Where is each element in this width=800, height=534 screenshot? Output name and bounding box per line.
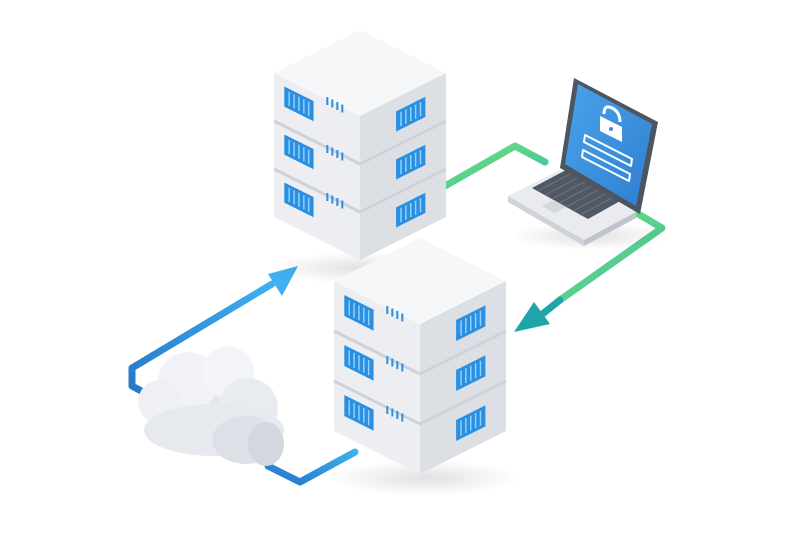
laptop-icon xyxy=(508,78,658,246)
server-unit-divider xyxy=(273,119,447,166)
touchpad xyxy=(542,200,566,213)
server-top-face xyxy=(274,30,446,116)
cloud-icon xyxy=(138,346,284,466)
server-unit-divider xyxy=(333,329,507,376)
padlock-icon xyxy=(600,105,622,142)
server-unit-divider xyxy=(333,379,507,426)
flow-path-green xyxy=(441,142,666,304)
keyboard xyxy=(532,170,622,219)
upper-server-stack-icon xyxy=(273,30,447,260)
lower-server-stack-icon xyxy=(333,238,507,474)
server-top-face xyxy=(334,238,506,324)
server-left-face xyxy=(334,281,420,474)
server-unit-divider xyxy=(273,167,447,214)
login-fields xyxy=(581,134,633,182)
arrow-teal-icon xyxy=(514,296,564,332)
server-left-face xyxy=(274,73,360,260)
